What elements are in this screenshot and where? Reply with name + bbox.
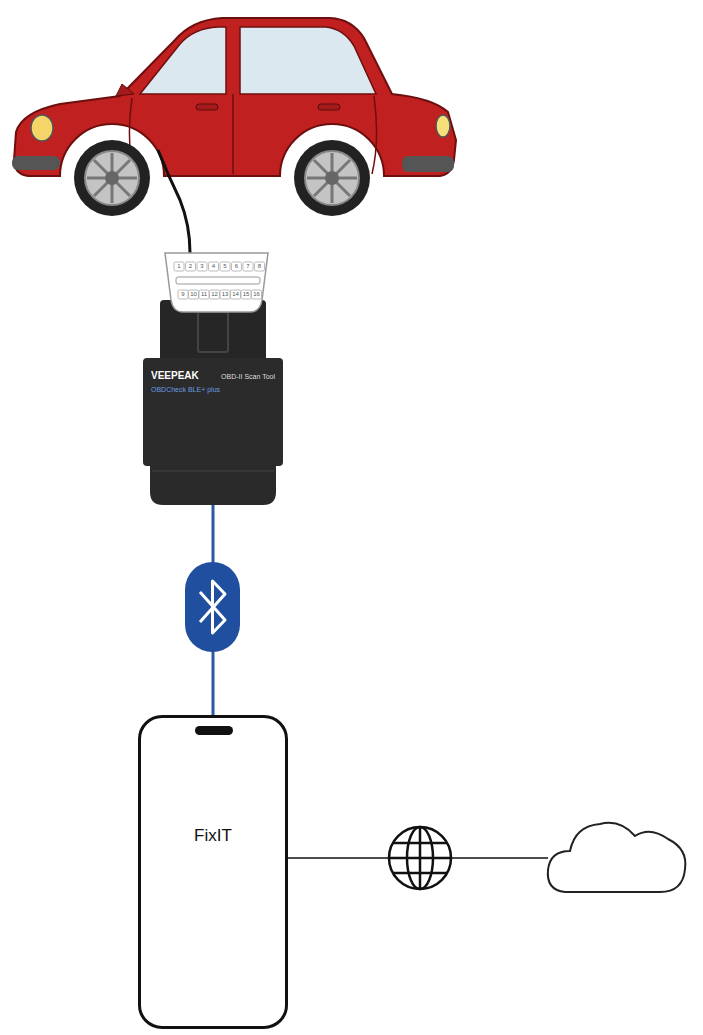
side-mirror xyxy=(116,84,134,96)
door-handle xyxy=(318,104,340,110)
obd-port xyxy=(165,253,268,312)
node-label: VEEPEAK xyxy=(151,370,199,381)
pin-number: 7 xyxy=(243,262,253,271)
globe-icon xyxy=(389,827,451,889)
pin-box xyxy=(199,290,209,299)
wheel xyxy=(87,153,137,203)
pin-number: 1 xyxy=(174,262,184,271)
pin-number: 3 xyxy=(197,262,207,271)
cloud-icon xyxy=(548,823,686,892)
bluetooth-icon xyxy=(185,562,240,652)
pin-box xyxy=(174,262,184,271)
wheel xyxy=(294,140,370,216)
pin-box xyxy=(252,290,262,299)
wheel xyxy=(74,140,150,216)
pin-number: 4 xyxy=(209,262,219,271)
scanner-device: VEEPEAK OBD-II Scan ToolOBDCheck BLE+ plu… xyxy=(143,358,283,466)
pin-box xyxy=(210,290,220,299)
obd-port xyxy=(176,277,260,284)
car-window xyxy=(140,27,226,94)
pin-number: 5 xyxy=(220,262,230,271)
pin-box xyxy=(255,262,265,271)
pin-number: 10 xyxy=(189,290,199,299)
pin-number: 2 xyxy=(186,262,196,271)
taillight xyxy=(436,115,450,137)
obd-cable xyxy=(158,150,190,253)
node-label: OBDCheck BLE+ plus xyxy=(151,386,275,393)
wheel xyxy=(305,151,359,205)
wheel xyxy=(105,171,119,185)
car-body xyxy=(14,18,456,176)
node-label: FixIT xyxy=(141,826,285,846)
pin-box xyxy=(231,290,241,299)
pin-number: 9 xyxy=(178,290,188,299)
globe-icon xyxy=(389,827,451,889)
car-illustration xyxy=(12,18,456,216)
pin-number: 12 xyxy=(210,290,220,299)
pin-number: 8 xyxy=(255,262,265,271)
pin-box xyxy=(243,262,253,271)
pin-number: 6 xyxy=(232,262,242,271)
pin-number: 13 xyxy=(220,290,230,299)
globe-icon xyxy=(389,827,451,889)
scanner-base xyxy=(152,470,274,472)
pin-number: 14 xyxy=(231,290,241,299)
bluetooth-icon xyxy=(185,562,240,652)
wheel xyxy=(294,140,370,216)
car-window xyxy=(240,27,376,94)
pin-box xyxy=(241,290,251,299)
bumper xyxy=(402,156,454,172)
wheel xyxy=(325,171,339,185)
door-handle xyxy=(196,104,218,110)
bumper xyxy=(12,156,60,170)
wheel xyxy=(74,140,150,216)
pin-box xyxy=(189,290,199,299)
bluetooth-icon xyxy=(200,581,225,633)
pin-box xyxy=(220,290,230,299)
wheel xyxy=(307,153,357,203)
phone-app: FixIT xyxy=(138,715,288,1029)
wheel xyxy=(85,151,139,205)
scanner-base xyxy=(150,466,276,505)
scanner-plug xyxy=(198,312,228,352)
pin-box xyxy=(232,262,242,271)
phone-notch xyxy=(195,726,233,735)
pin-box xyxy=(209,262,219,271)
headlight xyxy=(31,115,53,141)
pin-box xyxy=(220,262,230,271)
pin-box xyxy=(186,262,196,271)
pin-number: 16 xyxy=(252,290,262,299)
obd-port xyxy=(165,253,268,312)
pin-number: 15 xyxy=(241,290,251,299)
node-label: OBD-II Scan Tool xyxy=(221,373,275,380)
pin-number: 11 xyxy=(199,290,209,299)
pin-box xyxy=(197,262,207,271)
pin-box xyxy=(174,262,265,299)
pin-box xyxy=(178,290,188,299)
